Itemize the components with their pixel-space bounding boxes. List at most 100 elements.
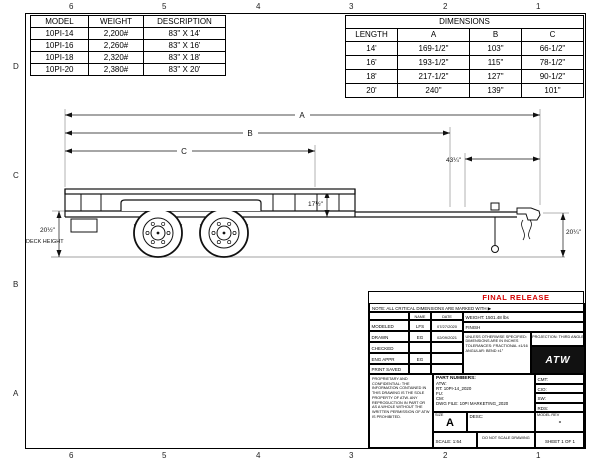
wheel-right — [199, 208, 249, 258]
deck-height-label: DECK HEIGHT — [26, 239, 64, 245]
approval-name: EG — [409, 353, 431, 364]
table-row: 18' 217-1/2" 127" 90-1/2" — [345, 69, 584, 84]
part-numbers-title: PART NUMBERS: — [436, 376, 476, 381]
trailer-body — [64, 188, 541, 253]
code-field: CIO: — [535, 383, 585, 393]
rail-height-dim: 17½" — [308, 200, 324, 208]
table-row: 10PI-20 2,380# 83" X 20' — [30, 63, 226, 76]
dimensions-table-header: LENGTH — [345, 28, 398, 42]
zone-row-label: A — [13, 389, 19, 398]
table-row: 14' 169-1/2" 103" 66-1/2" — [345, 41, 584, 56]
approval-name: LFS — [409, 320, 431, 331]
size-box: SIZE A — [433, 412, 467, 432]
length-cell: 14' — [345, 41, 398, 56]
final-release-stamp: FINAL RELEASE — [482, 293, 550, 302]
dim-c-cell: 66-1/2" — [521, 41, 584, 56]
zone-row-label: D — [13, 62, 19, 71]
dim-c-cell: 90-1/2" — [521, 69, 584, 84]
title-block: FINAL RELEASE NOTE: ALL CRITICAL DIMENSI… — [368, 291, 585, 449]
tolerance-note: UNLESS OTHERWISE SPECIFIED: DIMENSIONS A… — [463, 332, 531, 374]
dim-a-cell: 217-1/2" — [397, 69, 470, 84]
approval-name: EG — [409, 331, 431, 342]
approval-label: PRINT SAVED — [369, 364, 409, 374]
rear-box — [70, 218, 98, 233]
dimensions-table: DIMENSIONS LENGTH A B C 14' 169-1/2" 103… — [345, 15, 584, 98]
approval-header-blank — [369, 312, 409, 320]
zone-col-label: 6 — [69, 451, 74, 460]
dimensions-table-header: A — [397, 28, 470, 42]
proprietary-note: PROPRIETARY AND CONFIDENTIAL: THE INFORM… — [369, 374, 433, 449]
weight-cell: 2,380# — [88, 63, 144, 76]
approval-date: 02/09/2021 — [431, 331, 463, 342]
model-cell: 10PI-14 — [30, 27, 89, 40]
sheet-field: SHEET 1 OF 1 — [535, 432, 585, 449]
approval-date: 07/27/2020 — [431, 320, 463, 331]
dim-c-label: C — [181, 147, 187, 156]
code-field: CMT: — [535, 374, 585, 384]
critical-dimensions-note: NOTE: ALL CRITICAL DIMENSIONS ARE MARKED… — [369, 303, 585, 312]
extension-lines — [52, 109, 569, 214]
approval-label: CHECKED — [369, 342, 409, 353]
fender — [120, 199, 262, 211]
zone-col-label: 5 — [162, 451, 167, 460]
model-rev-box: MODEL REV - — [535, 412, 585, 432]
weight-cell: 2,200# — [88, 27, 144, 40]
dimensions-table-header: B — [469, 28, 522, 42]
zone-col-label: 6 — [69, 2, 74, 11]
weight-cell: 2,320# — [88, 51, 144, 64]
length-cell: 20' — [345, 83, 398, 98]
table-row: 16' 193-1/2" 115" 78-1/2" — [345, 55, 584, 70]
model-table: MODEL WEIGHT DESCRIPTION 10PI-14 2,200# … — [30, 15, 226, 76]
dimension-labels: A B C 43¼" 17½" 20½" DECK HEIGHT 20¼" — [26, 109, 582, 245]
part-number-line: DWG FILE: 10PI MARKETING_2020 — [436, 401, 509, 406]
part-number-line: FU: — [436, 391, 444, 396]
approval-name — [409, 364, 431, 374]
approval-date — [431, 353, 463, 364]
model-cell: 10PI-16 — [30, 39, 89, 52]
sheet-frame — [25, 13, 586, 449]
length-cell: 18' — [345, 69, 398, 84]
safety-chains — [521, 219, 532, 241]
zone-row-label: C — [13, 171, 19, 180]
coupler — [516, 207, 541, 221]
weight-cell: 2,260# — [88, 39, 144, 52]
desc-field: DESC: — [467, 412, 535, 432]
dim-b-cell: 115" — [469, 55, 522, 70]
dim-a-cell: 169-1/2" — [397, 41, 470, 56]
model-cell: 10PI-18 — [30, 51, 89, 64]
approval-label: MODELED — [369, 320, 409, 331]
dim-c-cell: 101" — [521, 83, 584, 98]
dim-c-cell: 78-1/2" — [521, 55, 584, 70]
wheels — [133, 208, 249, 258]
zone-col-label: 3 — [349, 2, 354, 11]
dimensions-table-header: C — [521, 28, 584, 42]
zone-col-label: 1 — [536, 2, 541, 11]
zone-col-label: 2 — [443, 2, 448, 11]
zone-col-label: 2 — [443, 451, 448, 460]
model-rev-value: - — [558, 417, 562, 426]
zone-row-label: B — [13, 280, 19, 289]
size-label: SIZE — [435, 413, 444, 417]
dim-b-label: B — [247, 129, 252, 138]
zone-col-label: 5 — [162, 2, 167, 11]
table-row: 10PI-18 2,320# 83" X 18' — [30, 51, 226, 64]
description-cell: 83" X 14' — [143, 27, 226, 40]
dimensions-table-title: DIMENSIONS — [345, 15, 584, 29]
model-table-header: MODEL — [30, 15, 89, 28]
size-value: A — [446, 417, 454, 429]
approval-label: DRAWN — [369, 331, 409, 342]
approval-date — [431, 364, 463, 374]
part-number-line: ATW: — [436, 381, 447, 386]
zone-col-label: 1 — [536, 451, 541, 460]
dim-a-label: A — [299, 111, 305, 120]
length-cell: 16' — [345, 55, 398, 70]
model-cell: 10PI-20 — [30, 63, 89, 76]
atw-logo: ATW — [531, 346, 585, 374]
description-cell: 83" X 20' — [143, 63, 226, 76]
zone-col-label: 4 — [256, 451, 261, 460]
code-field: SW: — [535, 393, 585, 403]
weight-field: WEIGHT: 1501.48 lbs — [463, 312, 585, 322]
name-column-header: NAME — [409, 312, 431, 320]
zone-col-label: 3 — [349, 451, 354, 460]
dim-b-cell: 127" — [469, 69, 522, 84]
